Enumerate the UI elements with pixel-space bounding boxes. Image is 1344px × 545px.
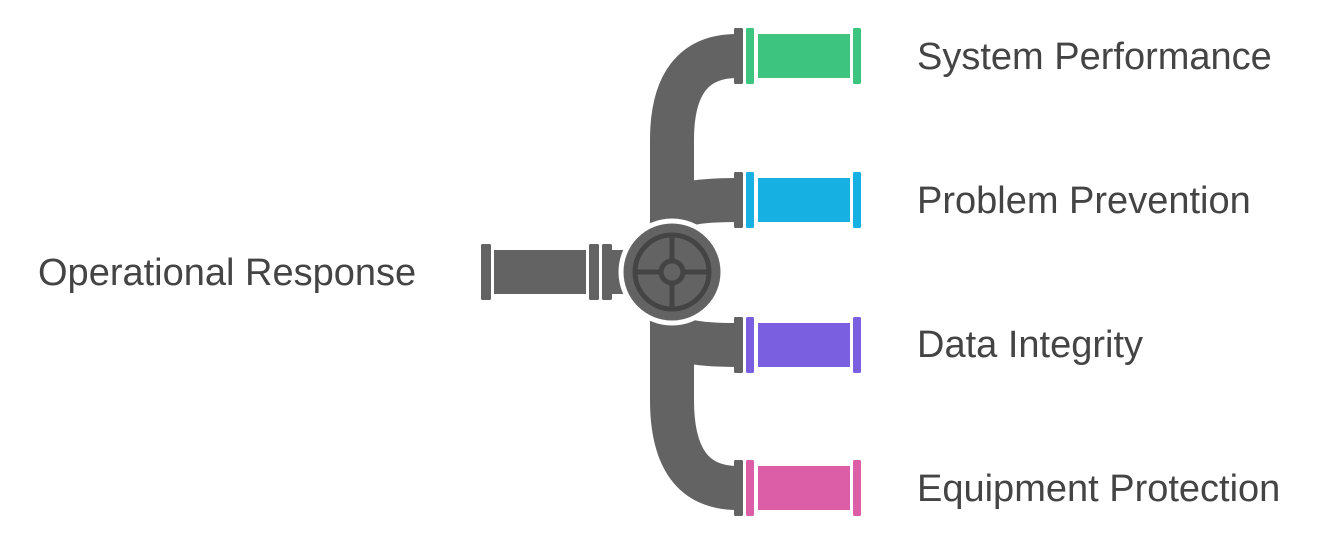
outlet-flange-gray (734, 28, 743, 84)
outlet-end-flange (853, 460, 861, 516)
branch-label-system-performance: System Performance (917, 36, 1272, 78)
outlet-end-flange (853, 28, 861, 84)
outlet-flange-gray (734, 460, 743, 516)
outlet-pipe-3 (734, 317, 861, 373)
outlet-flange-color (746, 172, 754, 228)
outlet-flange-color (746, 317, 754, 373)
inlet-flange-outer (481, 244, 491, 300)
inlet-flange-2 (602, 244, 612, 300)
outlet-pipe-2 (734, 172, 861, 228)
outlet-end-flange (853, 172, 861, 228)
outlet-body (758, 34, 850, 78)
inlet-pipe (481, 244, 642, 300)
outlet-pipe-4 (734, 460, 861, 516)
branch-label-data-integrity: Data Integrity (917, 324, 1143, 366)
outlet-flange-gray (734, 317, 743, 373)
manifold-branch-3 (650, 317, 738, 367)
branch-label-equipment-protection: Equipment Protection (917, 468, 1281, 510)
outlet-pipe-1 (734, 28, 861, 84)
outlet-body (758, 178, 850, 222)
outlet-body (758, 466, 850, 510)
outlet-end-flange (853, 317, 861, 373)
outlet-flange-color (746, 460, 754, 516)
outlet-flange-color (746, 28, 754, 84)
outlet-body (758, 323, 850, 367)
inlet-body (494, 250, 586, 294)
inlet-flange-1 (589, 244, 599, 300)
outlet-flange-gray (734, 172, 743, 228)
valve-icon (618, 218, 726, 326)
source-label: Operational Response (38, 252, 417, 294)
outlet-pipes (734, 28, 861, 516)
branch-label-problem-prevention: Problem Prevention (917, 180, 1251, 222)
manifold-branch-2 (650, 178, 738, 228)
